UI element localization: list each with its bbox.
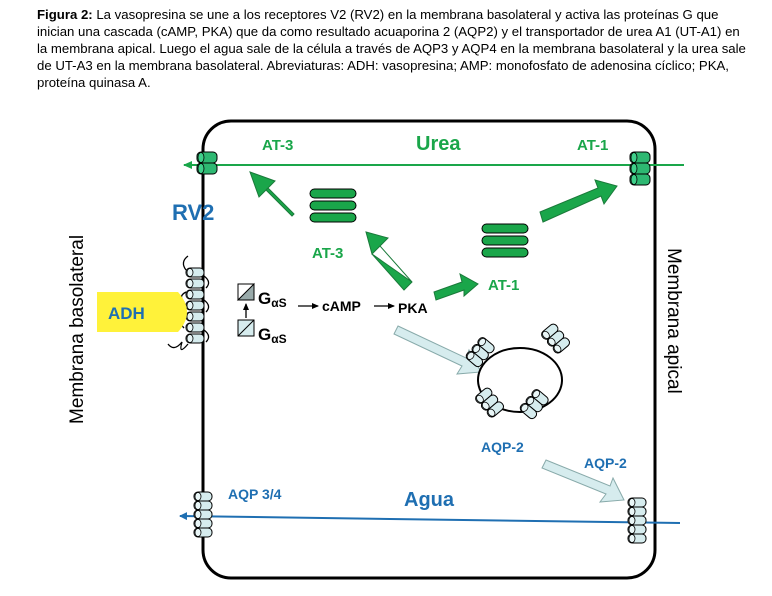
green-arrow-at1-to-membrane: [539, 179, 618, 223]
ut-a1-channel: [629, 151, 651, 186]
at1-vesicle-stack: [481, 223, 529, 258]
label-g-alpha-s-bottom: GαS: [258, 325, 287, 346]
g-alpha-s-inactive-icon: [237, 319, 255, 337]
adh-ligand: [97, 292, 187, 332]
label-at1-mid: AT-1: [488, 277, 519, 294]
label-aqp34: AQP 3/4: [228, 486, 282, 502]
label-at3-mid: AT-3: [312, 245, 343, 262]
caption-text: La vasopresina se une a los receptores V…: [37, 7, 746, 90]
label-adh: ADH: [108, 304, 145, 323]
label-membrana-basolateral: Membrana basolateral: [67, 235, 88, 424]
label-agua: Agua: [404, 489, 455, 511]
label-at1-top: AT-1: [577, 137, 608, 154]
label-g-alpha-s-top: GαS: [258, 289, 287, 310]
aqp34-channel: [193, 491, 213, 538]
aqp2-vesicle: [464, 321, 572, 421]
label-aqp2-apical: AQP-2: [584, 455, 627, 471]
label-urea: Urea: [416, 133, 461, 155]
light-arrow-pka-to-aqp2: [393, 325, 482, 375]
label-rv2: RV2: [172, 200, 214, 225]
label-at3-top: AT-3: [262, 137, 293, 154]
water-line: [179, 512, 681, 524]
cell-outline: [201, 119, 657, 580]
label-aqp2-vesicle: AQP-2: [481, 439, 524, 455]
aqp2-apical-channel: [627, 497, 647, 544]
green-arrow-to-membrane-at3: [249, 171, 295, 217]
green-arrow-pka-to-at1: [433, 273, 479, 301]
label-pka: PKA: [398, 300, 428, 316]
g-alpha-s-active-icon: [236, 282, 255, 301]
figure-caption: Figura 2: La vasopresina se une a los re…: [37, 6, 747, 91]
ut-a3-channel: [196, 151, 218, 175]
green-arrow-pka-to-at3: [365, 231, 413, 291]
light-arrow-aqp2-to-membrane: [541, 459, 625, 503]
label-camp: cAMP: [322, 298, 361, 314]
label-membrana-apical: Membrana apical: [663, 248, 684, 394]
at3-vesicle-stack: [309, 188, 357, 223]
caption-label: Figura 2:: [37, 7, 93, 22]
